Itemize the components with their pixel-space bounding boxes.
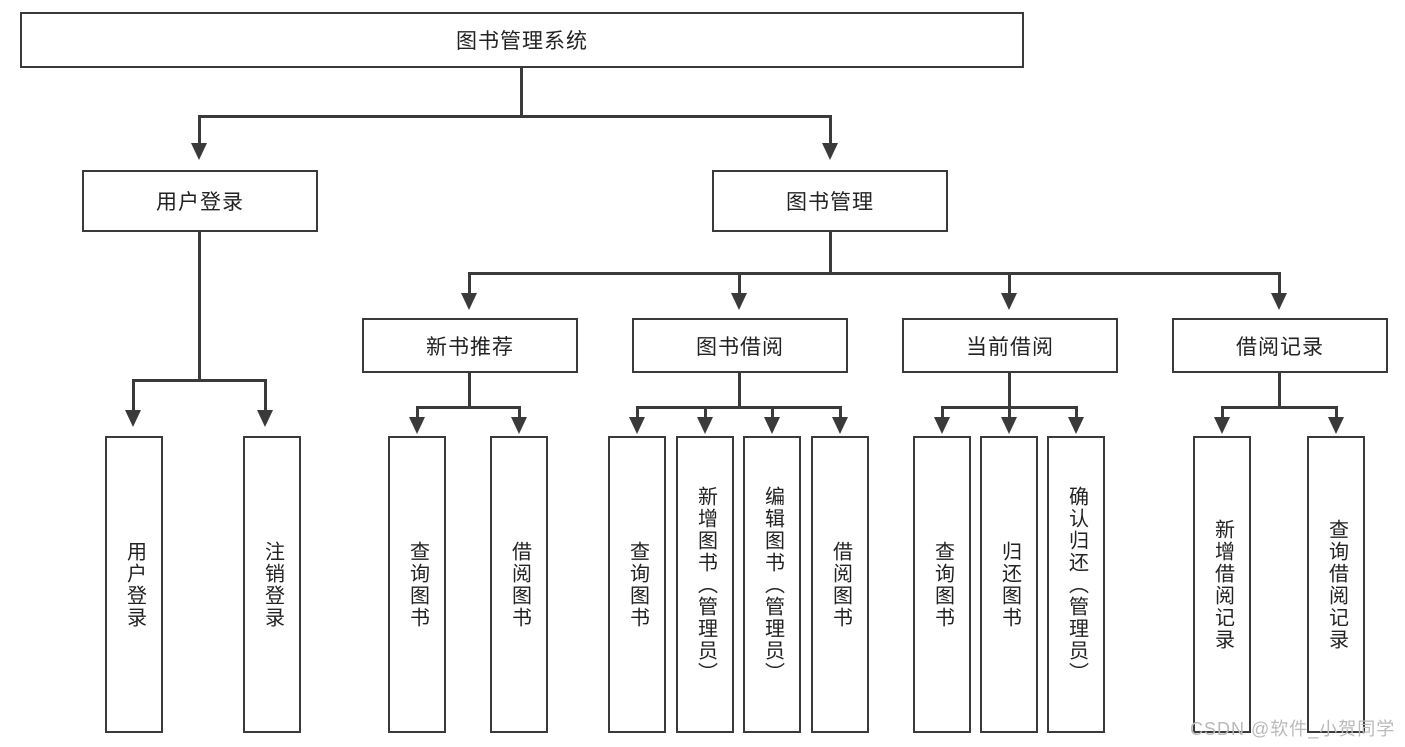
connector-book-borrowing-drop-0 — [636, 406, 639, 420]
arrowhead-current-borrowing-0 — [934, 417, 950, 434]
leaf-label: 借阅图书 — [508, 540, 531, 629]
connector-level3-drop-1 — [738, 272, 741, 296]
node-book-management[interactable]: 图书管理 — [712, 170, 948, 232]
connector-new-book-drop-0 — [416, 406, 419, 420]
connector-book-management-stem — [829, 232, 832, 274]
leaf-label: 归还图书 — [998, 540, 1021, 629]
leaf-return-books[interactable]: 归还图书 — [980, 436, 1038, 733]
node-label: 图书管理系统 — [456, 30, 588, 53]
csdn-watermark: CSDN @软件_小贺同学 — [1190, 719, 1396, 739]
leaf-label: 新增借阅记录 — [1211, 518, 1234, 651]
arrowhead-level3-0 — [461, 293, 477, 310]
node-label: 用户登录 — [156, 191, 244, 214]
arrowhead-book-borrowing-3 — [832, 417, 848, 434]
connector-user-login-stem — [198, 232, 201, 382]
connector-user-login-bus — [132, 379, 267, 382]
leaf-label: 查询借阅记录 — [1325, 518, 1348, 651]
connector-book-borrowing-drop-1 — [704, 406, 707, 420]
connector-new-book-bus — [416, 406, 521, 409]
connector-borrowing-records-stem — [1278, 373, 1281, 409]
connector-current-borrowing-drop-2 — [1075, 406, 1078, 420]
arrowhead-new-book-0 — [409, 417, 425, 434]
arrowhead-book-borrowing-0 — [629, 417, 645, 434]
connector-current-borrowing-drop-0 — [941, 406, 944, 420]
connector-user-login-drop-0 — [132, 379, 135, 413]
connector-level3-bus — [468, 272, 1280, 275]
arrowhead-user-login-0 — [125, 410, 141, 427]
leaf-add-book-admin[interactable]: 新增图书（管理员） — [676, 436, 734, 733]
arrowhead-book-borrowing-2 — [764, 417, 780, 434]
connector-book-borrowing-drop-2 — [771, 406, 774, 420]
leaf-borrow-books-borrowing[interactable]: 借阅图书 — [811, 436, 869, 733]
node-new-book-recommendation[interactable]: 新书推荐 — [362, 318, 578, 373]
connector-level3-drop-0 — [468, 272, 471, 296]
leaf-borrow-books-new-book[interactable]: 借阅图书 — [490, 436, 548, 733]
connector-new-book-stem — [468, 373, 471, 409]
connector-book-borrowing-stem — [738, 373, 741, 409]
leaf-user-login[interactable]: 用户登录 — [105, 436, 163, 733]
connector-new-book-drop-1 — [518, 406, 521, 420]
connector-root-stem — [520, 68, 523, 117]
node-user-login[interactable]: 用户登录 — [82, 170, 318, 232]
leaf-logout[interactable]: 注销登录 — [243, 436, 301, 733]
node-borrowing-records[interactable]: 借阅记录 — [1172, 318, 1388, 373]
connector-current-borrowing-stem — [1008, 373, 1011, 409]
node-label: 图书借阅 — [696, 335, 784, 359]
arrowhead-current-borrowing-1 — [1001, 417, 1017, 434]
leaf-query-borrowing-record[interactable]: 查询借阅记录 — [1307, 436, 1365, 733]
connector-borrowing-records-drop-0 — [1221, 406, 1224, 420]
leaf-confirm-return-admin[interactable]: 确认归还（管理员） — [1047, 436, 1105, 733]
node-book-borrowing[interactable]: 图书借阅 — [632, 318, 848, 373]
arrowhead-current-borrowing-2 — [1068, 417, 1084, 434]
leaf-label: 编辑图书（管理员） — [761, 485, 784, 684]
connector-book-borrowing-bus — [636, 406, 841, 409]
arrowhead-level2-0 — [191, 143, 207, 160]
connector-level3-drop-2 — [1008, 272, 1011, 296]
leaf-label: 用户登录 — [123, 540, 146, 629]
connector-borrowing-records-drop-1 — [1335, 406, 1338, 420]
connector-level3-drop-3 — [1278, 272, 1281, 296]
arrowhead-new-book-1 — [511, 417, 527, 434]
connector-book-borrowing-drop-3 — [839, 406, 842, 420]
node-label: 新书推荐 — [426, 335, 514, 359]
node-label: 图书管理 — [786, 191, 874, 214]
leaf-label: 查询图书 — [626, 540, 649, 629]
leaf-label: 注销登录 — [261, 540, 284, 629]
leaf-label: 查询图书 — [406, 540, 429, 629]
connector-user-login-drop-1 — [264, 379, 267, 413]
arrowhead-level3-3 — [1271, 293, 1287, 310]
arrowhead-level3-1 — [731, 293, 747, 310]
arrowhead-user-login-1 — [257, 410, 273, 427]
node-label: 当前借阅 — [966, 335, 1054, 359]
node-label: 借阅记录 — [1236, 335, 1324, 359]
connector-level2-drop-0 — [198, 115, 201, 146]
connector-borrowing-records-bus — [1221, 406, 1338, 409]
leaf-label: 新增图书（管理员） — [694, 485, 717, 684]
leaf-edit-book-admin[interactable]: 编辑图书（管理员） — [743, 436, 801, 733]
leaf-query-books-new-book[interactable]: 查询图书 — [388, 436, 446, 733]
leaf-label: 借阅图书 — [829, 540, 852, 629]
node-root-book-management-system[interactable]: 图书管理系统 — [20, 12, 1024, 68]
connector-level2-drop-1 — [829, 115, 832, 146]
node-current-borrowing[interactable]: 当前借阅 — [902, 318, 1118, 373]
leaf-add-borrowing-record[interactable]: 新增借阅记录 — [1193, 436, 1251, 733]
leaf-query-books-borrowing[interactable]: 查询图书 — [608, 436, 666, 733]
arrowhead-borrowing-records-0 — [1214, 417, 1230, 434]
arrowhead-borrowing-records-1 — [1328, 417, 1344, 434]
connector-level2-bus — [198, 115, 832, 118]
connector-current-borrowing-drop-1 — [1008, 406, 1011, 420]
arrowhead-level2-1 — [822, 143, 838, 160]
leaf-label: 确认归还（管理员） — [1065, 485, 1088, 684]
leaf-query-books-current[interactable]: 查询图书 — [913, 436, 971, 733]
leaf-label: 查询图书 — [931, 540, 954, 629]
arrowhead-book-borrowing-1 — [697, 417, 713, 434]
arrowhead-level3-2 — [1001, 293, 1017, 310]
